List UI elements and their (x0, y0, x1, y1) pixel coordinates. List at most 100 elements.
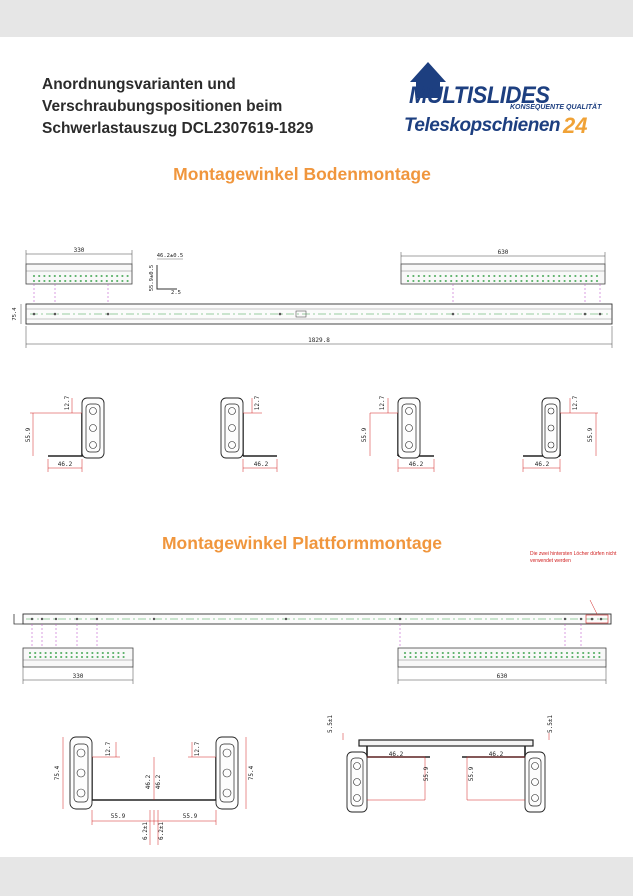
bracket-hole (441, 652, 444, 654)
bracket-hole (571, 652, 574, 654)
title-line-2: Verschraubungspositionen beim (42, 98, 283, 115)
bracket-hole (474, 652, 477, 654)
platform-left-bracket (22, 647, 134, 668)
bracket-hole (576, 652, 579, 654)
bracket-hole (116, 275, 119, 277)
bracket-hole (538, 656, 542, 658)
bracket-hole (509, 280, 512, 282)
floor-s3-dim-width: 46.2 (409, 461, 424, 468)
logo-brand: MULTISLIDES (409, 82, 550, 109)
bracket-hole (425, 656, 428, 658)
section-title-floor: Montagewinkel Bodenmontage (173, 164, 431, 184)
bracket-hole (126, 280, 129, 282)
platform-l-dim-tol-b: 6.2±1 (158, 822, 165, 840)
bracket-hole (439, 280, 442, 282)
bracket-hole (506, 656, 509, 658)
bracket-hole (32, 280, 36, 282)
bracket-hole (457, 652, 461, 654)
bracket-hole (423, 280, 426, 282)
platform-dim-330: 330 (73, 673, 84, 680)
bracket-hole (563, 275, 566, 277)
bracket-hole (533, 656, 536, 658)
bracket-hole (58, 275, 62, 277)
bracket-hole (522, 652, 525, 654)
bracket-hole (105, 280, 108, 282)
bracket-hole (417, 280, 420, 282)
bracket-hole (433, 280, 437, 282)
floor-main-rail (25, 303, 613, 325)
bracket-hole (525, 280, 528, 282)
bracket-hole (517, 652, 520, 654)
bracket-hole (60, 656, 63, 658)
bracket-hole (547, 280, 550, 282)
bracket-hole (106, 656, 110, 658)
bracket-hole (592, 656, 596, 658)
bracket-hole (590, 280, 593, 282)
platform-l-dim-height-left: 75.4 (54, 765, 61, 780)
bracket-hole (32, 275, 36, 277)
bracket-hole (28, 652, 32, 654)
floor-rail-length-dim (25, 326, 613, 348)
bracket-hole (430, 652, 434, 654)
bracket-hole (468, 656, 471, 658)
bracket-hole (541, 275, 545, 277)
bracket-hole (428, 275, 431, 277)
bracket-hole (54, 652, 58, 654)
bracket-hole (585, 275, 588, 277)
bracket-hole (86, 652, 89, 654)
bracket-hole (117, 656, 120, 658)
bracket-hole (54, 656, 58, 658)
floor-right-bracket-dim (400, 252, 606, 264)
floor-left-bracket-dim (25, 250, 133, 264)
logo-tagline: KONSEQUENTE QUALITÄT (510, 104, 602, 111)
bracket-hole (582, 656, 585, 658)
bracket-hole (498, 275, 501, 277)
bracket-hole (105, 275, 108, 277)
title-line-3: Schwerlastauszug DCL2307619-1829 (42, 120, 314, 137)
bracket-hole (53, 275, 56, 277)
bracket-hole (409, 656, 412, 658)
bracket-hole (409, 652, 412, 654)
bracket-hole (34, 656, 37, 658)
bracket-hole (74, 275, 77, 277)
bracket-hole (466, 275, 469, 277)
bracket-hole (595, 280, 599, 282)
bracket-hole (95, 275, 98, 277)
bracket-hole (511, 656, 515, 658)
platform-left-bracket-dim (22, 667, 134, 684)
bracket-hole (44, 652, 47, 654)
bracket-hole (482, 275, 485, 277)
note-rear-holes: Die zwei hintersten Löcher dürfen nicht … (530, 551, 617, 564)
bracket-hole (487, 280, 491, 282)
bracket-hole (96, 656, 99, 658)
bracket-hole (95, 280, 98, 282)
bracket-hole (525, 275, 528, 277)
bracket-hole (423, 275, 426, 277)
floor-dim-330: 330 (74, 247, 85, 254)
bracket-hole (555, 656, 558, 658)
platform-right-bracket (397, 647, 607, 668)
bracket-hole (70, 656, 73, 658)
bracket-hole (468, 652, 471, 654)
bracket-hole (436, 656, 439, 658)
bracket-hole (457, 656, 461, 658)
bracket-hole (444, 275, 447, 277)
bracket-hole (520, 280, 523, 282)
bracket-hole (112, 652, 115, 654)
bracket-hole (482, 280, 485, 282)
floor-s3-dim-height: 55.9 (361, 427, 368, 442)
floor-s4-dim-height: 55.9 (587, 427, 594, 442)
bracket-hole (116, 280, 119, 282)
platform-r-dim-width-right: 46.2 (489, 751, 504, 758)
bracket-hole (560, 652, 563, 654)
bracket-hole (549, 656, 552, 658)
platform-l-dim-tol-a: 6.2±1 (142, 822, 149, 840)
bracket-hole (514, 280, 518, 282)
bracket-hole (84, 275, 88, 277)
bracket-hole (471, 275, 474, 277)
bracket-hole (69, 275, 72, 277)
bracket-hole (528, 652, 531, 654)
floor-section-2 (220, 397, 278, 472)
platform-r-dim-gap-left: 5.5±1 (327, 715, 334, 733)
